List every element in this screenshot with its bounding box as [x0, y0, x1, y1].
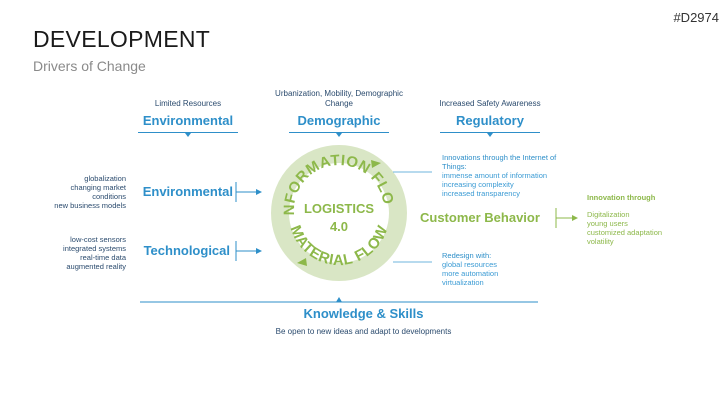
innovation-list: Digitalization young users customized ad…	[587, 210, 717, 246]
list-item: low-cost sensors	[70, 235, 126, 244]
right-arrow-icon	[256, 189, 262, 195]
list-item: volatility	[587, 237, 614, 246]
note-line: increased transparency	[442, 189, 520, 198]
top-driver-label: Demographic	[297, 113, 381, 128]
note-line: Innovations through the Internet of	[442, 153, 557, 162]
note-line: more automation	[442, 269, 499, 278]
note-line: Things:	[442, 162, 467, 171]
right-arrow-icon	[256, 248, 262, 254]
list-item: Digitalization	[587, 210, 630, 219]
innovation-title: Innovation through	[587, 193, 656, 202]
down-arrow-icon	[185, 133, 191, 137]
slide-id: #D2974	[673, 10, 719, 25]
down-arrow-icon	[487, 133, 493, 137]
list-item: new business models	[54, 201, 126, 210]
right-arrow-icon	[572, 215, 578, 221]
note-line: virtualization	[442, 278, 484, 287]
top-driver-underline	[440, 132, 540, 133]
material-flow-notes: Redesign with: global resources more aut…	[442, 251, 562, 287]
top-driver-label: Regulatory	[456, 113, 524, 128]
top-driver-underline	[138, 132, 238, 133]
list-item: customized adaptation	[587, 228, 663, 237]
page-subtitle: Drivers of Change	[33, 58, 146, 74]
customer-behavior-label: Customer Behavior	[420, 210, 540, 225]
top-driver-desc: Urbanization, Mobility, Demographic Chan…	[275, 89, 403, 108]
up-arrow-icon	[336, 297, 342, 302]
list-item: changing market	[70, 183, 126, 192]
flow-ring	[271, 145, 407, 281]
center-title-line2: 4.0	[330, 219, 348, 234]
left-driver-list-environmental: globalization changing market conditions…	[0, 174, 126, 210]
down-arrow-icon	[336, 133, 342, 137]
top-driver-label: Environmental	[142, 113, 234, 128]
list-item: integrated systems	[63, 244, 126, 253]
list-item: young users	[587, 219, 628, 228]
left-driver-technological-label: Technological	[143, 243, 230, 258]
top-driver-desc: Limited Resources	[154, 99, 222, 108]
knowledge-skills-label: Knowledge & Skills	[303, 306, 424, 321]
top-driver-underline	[289, 132, 389, 133]
top-driver-environmental: Limited Resources Environmental	[118, 89, 258, 137]
center-circle	[290, 164, 388, 262]
knowledge-skills-desc: Be open to new ideas and adapt to develo…	[275, 327, 452, 336]
top-driver-demographic: Urbanization, Mobility, Demographic Chan…	[269, 89, 409, 137]
note-line: Redesign with:	[442, 251, 492, 260]
left-driver-environmental-label: Environmental	[142, 184, 233, 199]
list-item: conditions	[92, 192, 126, 201]
note-line: global resources	[442, 260, 498, 269]
page-title: DEVELOPMENT	[33, 26, 211, 52]
list-item: augmented reality	[66, 262, 126, 271]
top-driver-regulatory: Increased Safety Awareness Regulatory	[420, 89, 560, 137]
list-item: globalization	[84, 174, 126, 183]
note-line: immense amount of information	[442, 171, 548, 180]
ring-arrow-icon	[371, 160, 381, 168]
info-flow-notes: Innovations through the Internet of Thin…	[442, 153, 582, 198]
list-item: real-time data	[80, 253, 126, 262]
center-title-line1: LOGISTICS	[304, 201, 374, 216]
left-driver-list-technological: low-cost sensors integrated systems real…	[0, 235, 126, 271]
note-line: increasing complexity	[442, 180, 514, 189]
ring-arrow-icon	[297, 258, 307, 266]
top-driver-desc: Increased Safety Awareness	[439, 99, 541, 108]
